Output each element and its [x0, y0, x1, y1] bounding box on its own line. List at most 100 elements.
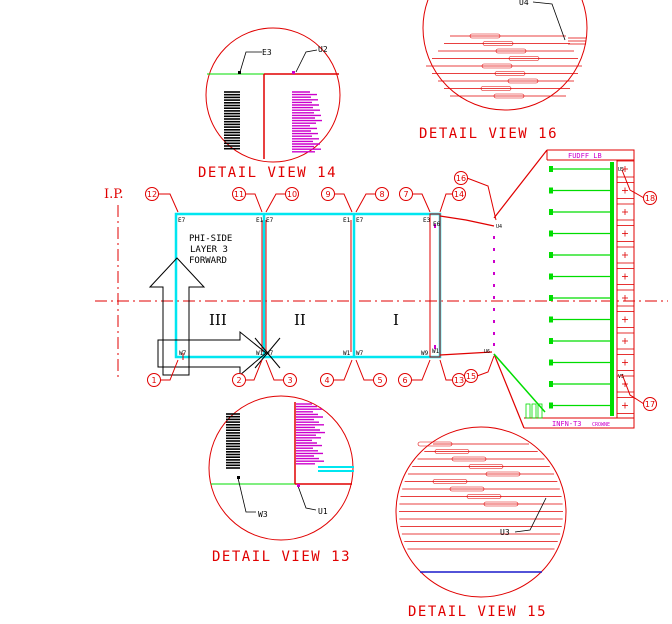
svg-text:14: 14 [454, 190, 464, 199]
connector-cell [616, 160, 635, 178]
dv13-magenta-pins [296, 403, 325, 465]
detail-view-16-title: DETAIL VIEW 16 [419, 126, 558, 142]
trace-pad [469, 33, 501, 39]
detail-view-14-title: DETAIL VIEW 14 [198, 165, 337, 181]
svg-text:W7: W7 [179, 350, 187, 357]
callout-6 [398, 373, 412, 387]
trace-pad [549, 230, 553, 237]
trace-pad [507, 78, 539, 84]
detail-view-16: U4 [422, 0, 588, 111]
connector-cell [616, 332, 635, 350]
svg-text:8: 8 [379, 190, 384, 199]
svg-text:1: 1 [151, 376, 156, 385]
section-labels: III II I [209, 311, 399, 329]
trace-pad [449, 486, 485, 492]
trace-pad [495, 48, 527, 54]
callout-4 [320, 373, 334, 387]
svg-text:E7: E7 [178, 217, 186, 224]
callout-12 [145, 187, 159, 201]
trace-pad [432, 479, 468, 484]
infn-label: INFN-T3 [552, 420, 582, 428]
board-tags: U5 V5 [618, 167, 624, 380]
detail-view-13: W3 U1 [208, 395, 354, 541]
svg-text:E6: E6 [433, 221, 441, 228]
trace-pad [549, 316, 553, 323]
trace-pad [480, 86, 512, 91]
svg-text:W7: W7 [356, 350, 364, 357]
svg-text:LAYER 3: LAYER 3 [190, 245, 228, 255]
trace-pad [549, 381, 553, 387]
tail-pin-dots [493, 236, 495, 346]
svg-text:U6: U6 [484, 349, 490, 355]
dv14-magenta-pins [292, 91, 322, 153]
callout-18 [643, 191, 657, 205]
trace-pad [549, 252, 553, 258]
tail-pad [531, 403, 537, 419]
corner-tags: E7 E1 E7 E1 E7 E3 E6 W7 W1 W7 W1 W7 W9 W… [178, 217, 441, 357]
callout-1 [147, 373, 161, 387]
callout-5 [373, 373, 387, 387]
callout-15 [464, 369, 478, 383]
svg-text:E3: E3 [423, 217, 431, 224]
direction-arrows [148, 257, 281, 377]
svg-text:11: 11 [234, 190, 244, 199]
trace-pad [434, 449, 470, 454]
dv16-tag-u4: U4 [519, 0, 529, 7]
trace-pad [549, 402, 553, 409]
callout-11 [232, 187, 246, 201]
phi-side-label: PHI-SIDE LAYER 3 FORWARD [189, 234, 232, 266]
dv16-trace-lines [426, 33, 586, 99]
svg-text:10: 10 [287, 190, 297, 199]
trace-pad [481, 63, 513, 69]
svg-text:E1: E1 [343, 217, 351, 224]
svg-text:W7: W7 [266, 350, 274, 357]
dv14-tag-u2: U2 [318, 45, 328, 54]
svg-text:5: 5 [377, 376, 382, 385]
svg-text:W1: W1 [343, 350, 351, 357]
connector-cell [616, 375, 635, 393]
svg-text:6: 6 [402, 376, 407, 385]
trace-pad [549, 338, 553, 344]
callout-numbers: 1 2 3 4 5 6 7 8 9 10 11 12 13 14 15 16 1… [147, 174, 655, 409]
svg-text:16: 16 [456, 174, 466, 183]
svg-text:9: 9 [325, 190, 330, 199]
tail-green-line [493, 353, 546, 413]
trace-pad [468, 464, 504, 469]
callout-16 [454, 171, 468, 185]
connector-cell [616, 354, 635, 371]
callout-17 [643, 397, 657, 411]
dv14-black-pins [224, 91, 240, 150]
trace-pad [549, 166, 553, 172]
connector-board [524, 149, 635, 429]
connector-cell [616, 289, 635, 307]
connector-traces [525, 160, 635, 419]
trace-pad [482, 41, 514, 46]
svg-text:2: 2 [236, 376, 241, 385]
svg-text:E7: E7 [356, 217, 364, 224]
ip-label: I.P. [104, 187, 124, 202]
section-ii-label: II [294, 311, 306, 329]
dv14-tag-e3: E3 [262, 48, 272, 57]
fudff-label: FUDFF_LB [568, 152, 602, 160]
dv13-tag-u1: U1 [318, 507, 328, 516]
svg-text:W1: W1 [432, 348, 440, 355]
callout-leaders [158, 169, 645, 405]
trace-pad [549, 209, 553, 215]
callout-2 [232, 373, 246, 387]
callout-balloons [145, 171, 657, 411]
detail-view-13-title: DETAIL VIEW 13 [212, 549, 351, 565]
svg-text:U5: U5 [618, 167, 624, 173]
trace-pad [508, 56, 540, 61]
svg-text:E1: E1 [256, 217, 264, 224]
svg-text:PHI-SIDE: PHI-SIDE [189, 234, 232, 244]
callout-9 [321, 187, 335, 201]
detail-view-14: E3 U2 [205, 27, 341, 163]
tail-tags: U4 U6 [484, 224, 502, 355]
svg-text:13: 13 [454, 376, 464, 385]
trace-pad [549, 359, 553, 366]
connector-cell [616, 225, 635, 242]
callout-7 [399, 187, 413, 201]
module-red-overlay [182, 213, 441, 360]
connector-cell [616, 246, 635, 264]
